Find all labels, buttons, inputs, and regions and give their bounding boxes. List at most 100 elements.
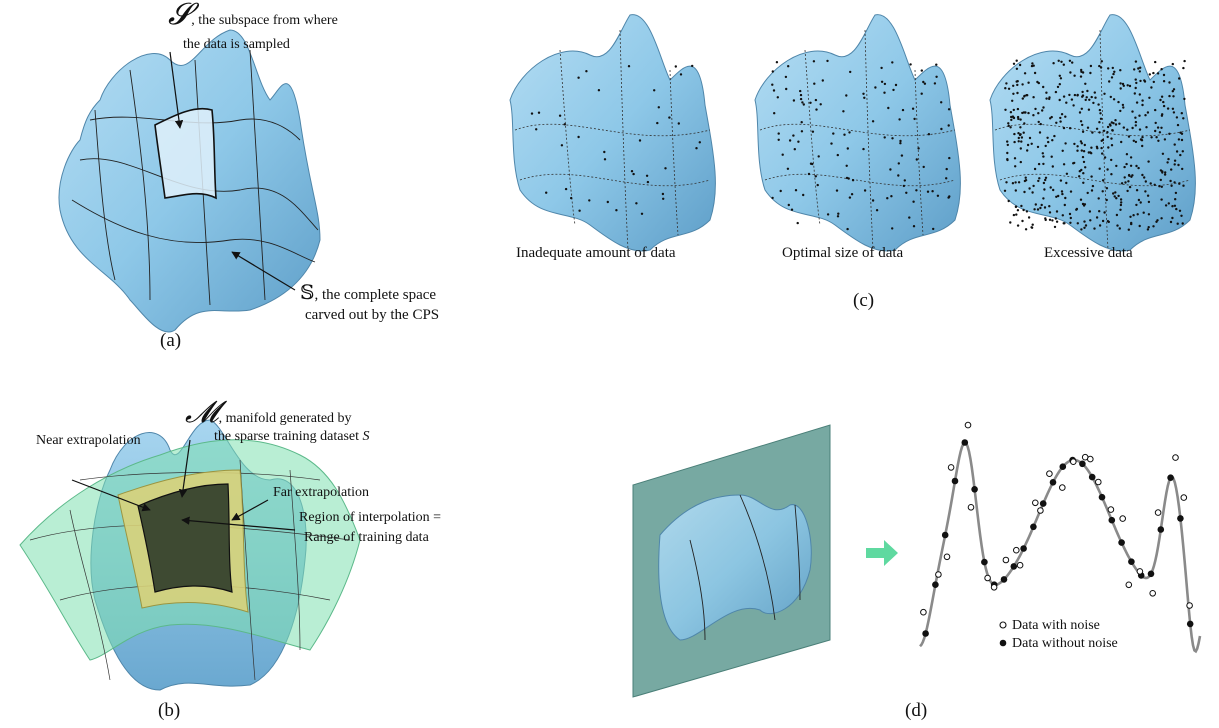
sample-dot (1120, 201, 1123, 204)
sample-dot (1048, 211, 1052, 214)
sample-dot (1149, 182, 1152, 185)
sample-dot (1127, 180, 1130, 183)
sample-dot (809, 162, 813, 165)
caption-a: (a) (160, 330, 182, 351)
sample-dot (911, 107, 915, 110)
sample-dot (776, 96, 779, 99)
sample-dot (1133, 92, 1137, 95)
sample-dot (1173, 204, 1177, 207)
sample-dot (1122, 84, 1126, 88)
sample-dot (1133, 68, 1136, 71)
sample-dot (1030, 142, 1033, 145)
sample-dot (1102, 129, 1106, 132)
sample-dot (1088, 98, 1091, 102)
sample-dot (1073, 142, 1076, 146)
sample-dot (922, 80, 925, 84)
sample-dot (1084, 82, 1087, 86)
sample-dot (1042, 155, 1045, 158)
sample-dot (1156, 126, 1160, 129)
sample-dot (653, 89, 656, 92)
sample-dot (793, 148, 796, 151)
sample-dot (1123, 165, 1126, 169)
sample-dot (1023, 95, 1026, 98)
sample-dot (807, 172, 811, 176)
sample-dot (1097, 103, 1100, 106)
sample-dot (940, 127, 943, 131)
sample-dot (788, 139, 792, 142)
subspace-label-line2: the data is sampled (183, 37, 290, 52)
sample-dot (1017, 117, 1020, 121)
sample-dot (1027, 81, 1030, 84)
sample-dot (1105, 198, 1108, 202)
sample-dot (1110, 144, 1114, 147)
sample-dot (779, 189, 782, 193)
sample-dot (1020, 204, 1023, 208)
sample-dot (1024, 176, 1027, 179)
sample-dot (880, 66, 883, 70)
sample-dot (1169, 220, 1173, 224)
sample-dot (1048, 218, 1052, 221)
sample-dot (577, 76, 580, 79)
sample-dot (1123, 176, 1126, 179)
sample-dot (1131, 126, 1134, 130)
sample-dot (1027, 216, 1031, 219)
sample-dot (897, 162, 900, 165)
sample-dot (1119, 82, 1122, 85)
noisy-point (935, 571, 942, 578)
sample-dot (1014, 205, 1018, 209)
sample-dot (1106, 135, 1109, 139)
sample-dot (1036, 145, 1040, 149)
sample-dot (1041, 152, 1045, 155)
sample-dot (1055, 195, 1058, 198)
sample-dot (1064, 142, 1067, 145)
sample-dot (1138, 128, 1142, 131)
sample-dot (897, 174, 900, 177)
sample-dot (1171, 107, 1175, 111)
sample-dot (862, 147, 865, 151)
sample-dot (1010, 115, 1013, 119)
noisy-point (1107, 506, 1115, 513)
sample-dot (1132, 139, 1136, 142)
sample-dot (1065, 181, 1068, 185)
sample-dot (1117, 100, 1120, 104)
sample-dot (1037, 120, 1040, 124)
manifold-text-2: the sparse training dataset (214, 429, 363, 444)
sample-dot (842, 110, 845, 113)
sample-dot (1037, 162, 1041, 166)
sample-dot (570, 196, 573, 200)
sample-dot (1086, 89, 1089, 93)
sample-dot (1013, 157, 1017, 160)
sample-dot (886, 197, 889, 200)
sample-dot (1007, 124, 1010, 128)
sample-dot (1121, 82, 1125, 86)
clean-point (1108, 516, 1116, 524)
sample-dot (1081, 90, 1084, 94)
clean-point (981, 558, 988, 566)
sample-dot (1126, 128, 1129, 131)
clean-point (1147, 570, 1155, 578)
sample-dot (1032, 184, 1035, 188)
sample-dot (1158, 131, 1162, 134)
sample-dot (848, 131, 851, 134)
sample-dot (1170, 184, 1173, 187)
sample-dot (826, 213, 830, 216)
sample-dot (1111, 129, 1114, 132)
sample-dot (891, 227, 894, 230)
sample-dot (1069, 221, 1072, 224)
sample-dot (1166, 161, 1169, 164)
sample-dot (1048, 205, 1051, 208)
sample-dot (1141, 99, 1144, 102)
sample-dot (799, 93, 803, 97)
noisy-point (1002, 556, 1010, 564)
sample-dot (832, 132, 835, 135)
sample-dot (1072, 104, 1075, 107)
sample-dot (799, 89, 802, 93)
sample-dot (1140, 139, 1144, 142)
sample-dot (1021, 111, 1024, 115)
sample-dot (1114, 123, 1118, 126)
sample-dot (1100, 60, 1104, 63)
sample-dot (899, 142, 902, 145)
sample-dot (845, 176, 849, 180)
sample-dot (1135, 81, 1138, 85)
sample-dot (1093, 91, 1097, 94)
